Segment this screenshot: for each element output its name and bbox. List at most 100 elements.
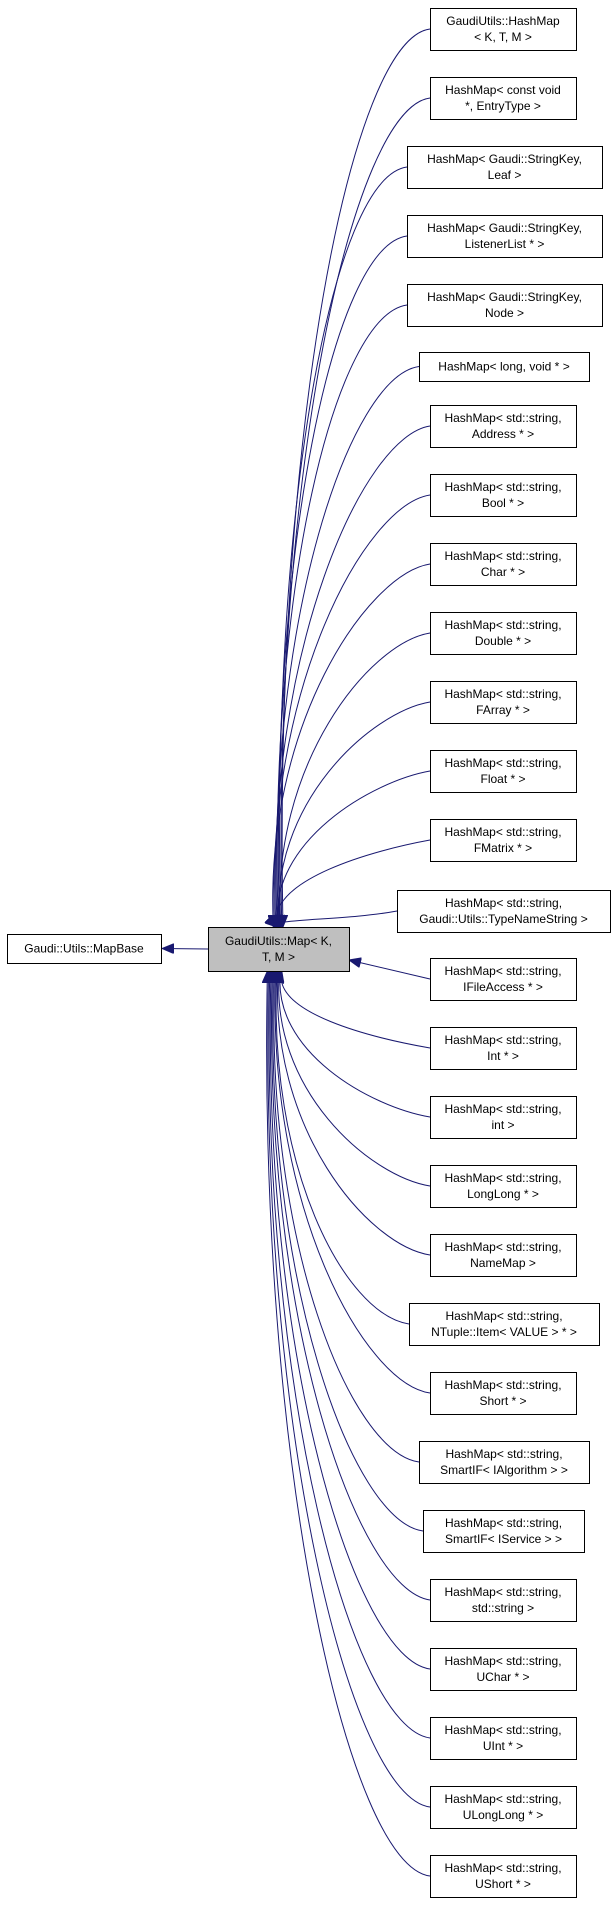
derived-class-node-label-line: Address * > [472, 427, 534, 441]
derived-class-node-label-line: HashMap< std::string, [445, 896, 562, 910]
derived-class-node-box [430, 612, 577, 655]
derived-class-node-label-line: HashMap< std::string, [444, 1861, 561, 1875]
inheritance-edge [274, 971, 420, 1463]
derived-class-node-box [419, 352, 590, 382]
derived-class-node[interactable]: HashMap< std::string,SmartIF< IService >… [423, 1510, 585, 1553]
inheritance-edge [276, 971, 410, 1325]
derived-class-node-label-line: Int * > [487, 1049, 519, 1063]
derived-class-node-box [430, 819, 577, 862]
current-class-node-label-line: GaudiUtils::Map< K, [225, 934, 332, 948]
derived-class-node[interactable]: HashMap< std::string,Address * > [430, 405, 577, 448]
derived-class-node-label-line: SmartIF< IService > > [445, 1532, 562, 1546]
derived-class-node[interactable]: HashMap< long, void * > [419, 352, 590, 382]
derived-class-node-label-line: HashMap< long, void * > [438, 360, 569, 374]
derived-class-node[interactable]: HashMap< std::string,FMatrix * > [430, 819, 577, 862]
derived-class-node[interactable]: HashMap< std::string,UInt * > [430, 1717, 577, 1760]
derived-class-node[interactable]: HashMap< std::string,Bool * > [430, 474, 577, 517]
derived-class-node-label-line: HashMap< std::string, [444, 1792, 561, 1806]
derived-class-node-label-line: HashMap< std::string, [444, 825, 561, 839]
derived-class-node-box [430, 1717, 577, 1760]
inheritance-edge [275, 971, 431, 1394]
derived-class-node-box [430, 1372, 577, 1415]
inheritance-edge [277, 971, 431, 1256]
derived-class-node[interactable]: HashMap< std::string,Short * > [430, 1372, 577, 1415]
inheritance-edge [349, 960, 431, 980]
derived-class-node-label-line: HashMap< std::string, [444, 1723, 561, 1737]
derived-class-node-label-line: HashMap< std::string, [444, 549, 561, 563]
inheritance-edge [278, 701, 431, 927]
derived-class-node-label-line: HashMap< std::string, [444, 1102, 561, 1116]
derived-class-node[interactable]: HashMap< Gaudi::StringKey,Node > [407, 284, 603, 327]
current-class-node[interactable]: GaudiUtils::Map< K,T, M > [208, 927, 350, 972]
derived-class-node[interactable]: HashMap< std::string,FArray * > [430, 681, 577, 724]
derived-class-node-label-line: FMatrix * > [474, 841, 532, 855]
inheritance-edge [279, 971, 431, 1187]
inheritance-edge [279, 632, 431, 927]
derived-class-node-box [430, 543, 577, 586]
derived-class-node-label-line: HashMap< std::string, [444, 1378, 561, 1392]
derived-class-node-box [409, 1303, 600, 1346]
derived-class-node-label-line: UShort * > [475, 1877, 531, 1891]
inheritance-edge [278, 235, 408, 927]
inheritance-edge [277, 304, 408, 927]
derived-class-node-box [430, 77, 577, 120]
inheritance-edge [269, 971, 431, 1739]
inheritance-edge [281, 971, 431, 1049]
derived-class-node-box [407, 215, 603, 258]
derived-class-node-label-line: HashMap< std::string, [444, 1585, 561, 1599]
derived-class-node[interactable]: GaudiUtils::HashMap< K, T, M > [430, 8, 577, 51]
derived-class-node-box [430, 1027, 577, 1070]
derived-class-node-label-line: std::string > [472, 1601, 534, 1615]
derived-class-node[interactable]: HashMap< std::string,UChar * > [430, 1648, 577, 1691]
derived-class-node-label-line: HashMap< std::string, [444, 1033, 561, 1047]
edges-layer [162, 28, 431, 1877]
derived-class-node-box [430, 1165, 577, 1208]
derived-class-node-label-line: GaudiUtils::HashMap [446, 14, 560, 28]
nodes-layer: Gaudi::Utils::MapBase GaudiUtils::Map< K,… [7, 8, 611, 1898]
derived-class-node-label-line: Short * > [479, 1394, 526, 1408]
derived-class-node-box [430, 1855, 577, 1898]
inheritance-edge [271, 971, 431, 1601]
current-class-node-box [208, 927, 350, 972]
derived-class-node-label-line: HashMap< const void [445, 83, 561, 97]
inheritance-edge [270, 971, 431, 1670]
base-class-node[interactable]: Gaudi::Utils::MapBase [7, 934, 162, 964]
derived-class-node-box [423, 1510, 585, 1553]
derived-class-node[interactable]: HashMap< std::string,Int * > [430, 1027, 577, 1070]
derived-class-node[interactable]: HashMap< std::string,SmartIF< IAlgorithm… [419, 1441, 590, 1484]
derived-class-node-label-line: Bool * > [482, 496, 524, 510]
derived-class-node[interactable]: HashMap< std::string,NameMap > [430, 1234, 577, 1277]
derived-class-node-label-line: HashMap< Gaudi::StringKey, [427, 290, 582, 304]
derived-class-node-box [430, 405, 577, 448]
derived-class-node[interactable]: HashMap< std::string,std::string > [430, 1579, 577, 1622]
derived-class-node[interactable]: HashMap< std::string,Float * > [430, 750, 577, 793]
derived-class-node[interactable]: HashMap< std::string,NTuple::Item< VALUE… [409, 1303, 600, 1346]
derived-class-node[interactable]: HashMap< std::string,int > [430, 1096, 577, 1139]
derived-class-node-label-line: Double * > [475, 634, 531, 648]
derived-class-node-box [430, 8, 577, 51]
derived-class-node[interactable]: HashMap< Gaudi::StringKey,ListenerList *… [407, 215, 603, 258]
derived-class-node-label-line: HashMap< std::string, [444, 1171, 561, 1185]
derived-class-node[interactable]: HashMap< Gaudi::StringKey,Leaf > [407, 146, 603, 189]
derived-class-node-label-line: Gaudi::Utils::TypeNameString > [419, 912, 587, 926]
derived-class-node[interactable]: HashMap< std::string,Gaudi::Utils::TypeN… [397, 890, 611, 933]
derived-class-node[interactable]: HashMap< std::string,ULongLong * > [430, 1786, 577, 1829]
derived-class-node-label-line: Float * > [480, 772, 525, 786]
derived-class-node-box [407, 146, 603, 189]
derived-class-node-label-line: UChar * > [476, 1670, 529, 1684]
derived-class-node[interactable]: HashMap< const void*, EntryType > [430, 77, 577, 120]
derived-class-node[interactable]: HashMap< std::string,UShort * > [430, 1855, 577, 1898]
derived-class-node[interactable]: HashMap< std::string,Char * > [430, 543, 577, 586]
derived-class-node-label-line: IFileAccess * > [463, 980, 543, 994]
derived-class-node[interactable]: HashMap< std::string,LongLong * > [430, 1165, 577, 1208]
derived-class-node-box [430, 750, 577, 793]
derived-class-node[interactable]: HashMap< std::string,Double * > [430, 612, 577, 655]
derived-class-node-label-line: HashMap< std::string, [444, 1240, 561, 1254]
derived-class-node-label-line: HashMap< std::string, [444, 480, 561, 494]
derived-class-node-box [407, 284, 603, 327]
derived-class-node-label-line: NameMap > [470, 1256, 536, 1270]
derived-class-node-box [397, 890, 611, 933]
derived-class-node[interactable]: HashMap< std::string,IFileAccess * > [430, 958, 577, 1001]
inheritance-edge [267, 971, 431, 1877]
